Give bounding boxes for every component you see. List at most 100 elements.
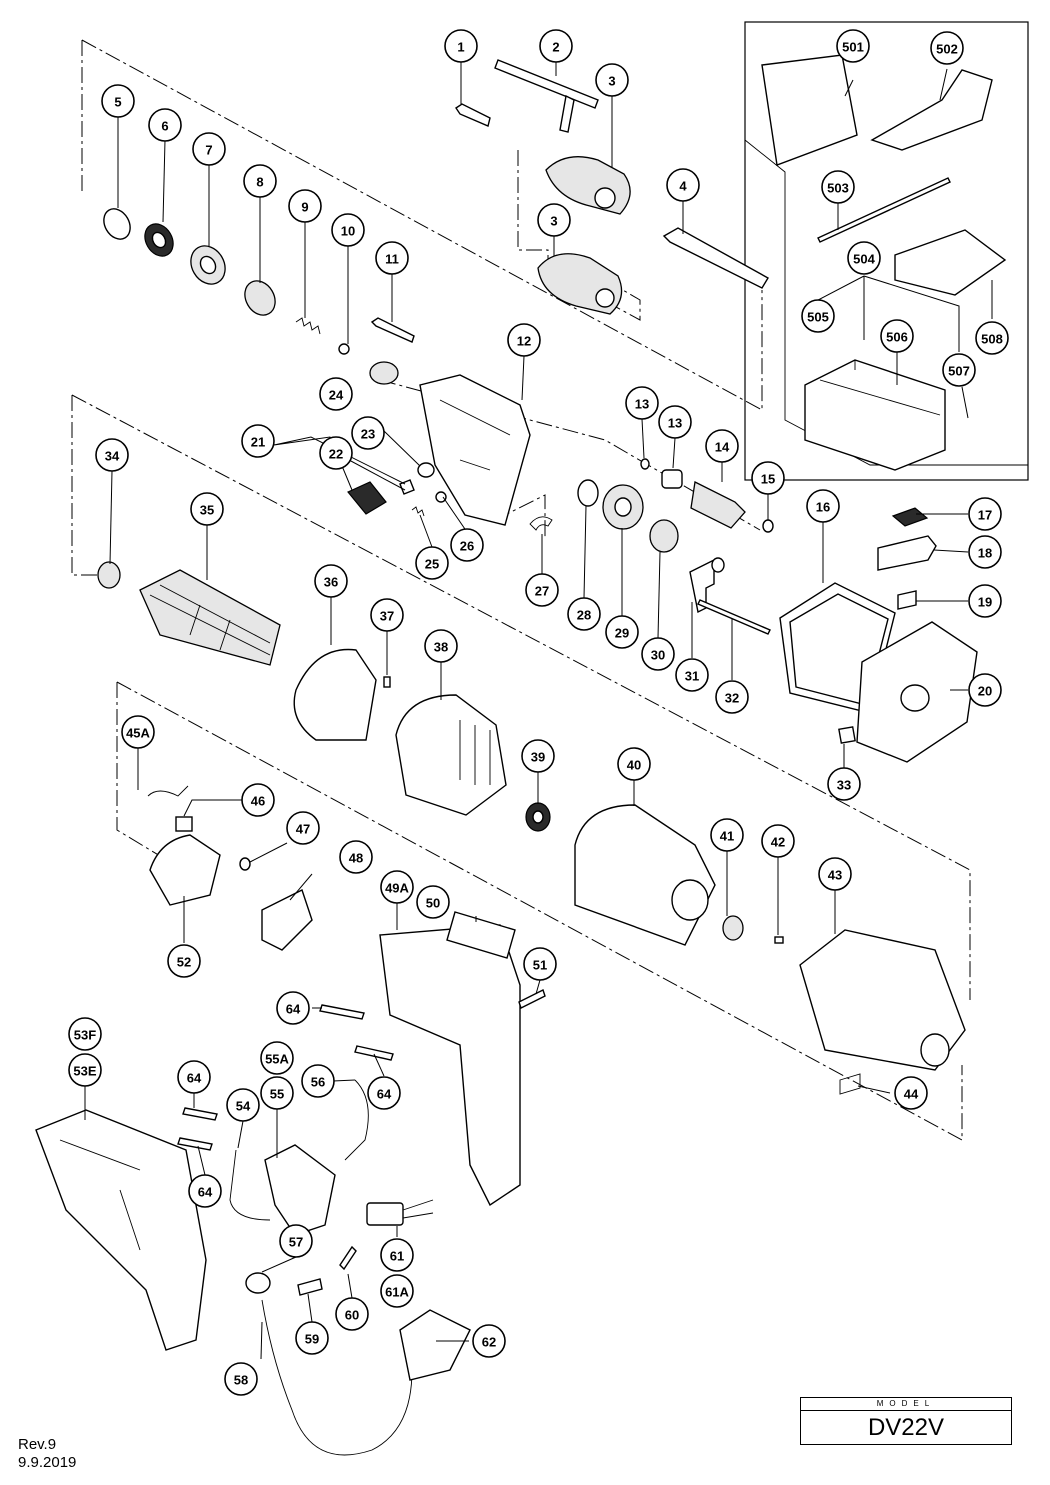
callout-5: 5 [101,84,135,118]
callout-55a: 55A [260,1041,294,1075]
callout-text: 18 [978,546,992,561]
callout-26: 26 [450,528,484,562]
callout-24: 24 [319,377,353,411]
callout-25: 25 [415,546,449,580]
callout-2: 2 [539,29,573,63]
callout-37: 37 [370,598,404,632]
callout-text: 507 [948,364,970,379]
callout-64: 64 [188,1174,222,1208]
callout-21: 21 [241,424,275,458]
callout-1: 1 [444,29,478,63]
revision-date: 9.9.2019 [18,1454,77,1471]
callout-34: 34 [95,438,129,472]
callout-61a: 61A [380,1274,414,1308]
model-label: MODEL [801,1398,1011,1411]
callout-text: 28 [577,608,591,623]
callout-text: 19 [978,595,992,610]
callout-31: 31 [675,658,709,692]
callout-text: 52 [177,955,191,970]
callout-text: 42 [771,835,785,850]
callout-text: 61A [385,1285,409,1300]
callout-14: 14 [705,429,739,463]
callout-text: 14 [715,440,730,455]
callout-text: 504 [853,252,875,267]
callout-29: 29 [605,615,639,649]
callout-text: 2 [552,40,559,55]
callout-506: 506 [880,319,914,353]
callout-text: 64 [187,1071,202,1086]
callout-text: 1 [457,40,464,55]
callout-47: 47 [286,811,320,845]
callout-50: 50 [416,885,450,919]
callout-text: 47 [296,822,310,837]
callout-text: 56 [311,1075,325,1090]
callout-43: 43 [818,857,852,891]
callout-13: 13 [625,386,659,420]
callout-text: 35 [200,503,214,518]
callout-text: 64 [198,1185,213,1200]
callout-text: 29 [615,626,629,641]
callout-59: 59 [295,1321,329,1355]
model-box: MODEL DV22V [800,1397,1012,1445]
callout-507: 507 [942,353,976,387]
callout-text: 58 [234,1373,248,1388]
callout-text: 36 [324,575,338,590]
callout-36: 36 [314,564,348,598]
callout-503: 503 [821,170,855,204]
callout-text: 506 [886,330,908,345]
callout-text: 31 [685,669,699,684]
callout-text: 51 [533,958,547,973]
callout-57: 57 [279,1224,313,1258]
callout-4: 4 [666,168,700,202]
callout-text: 8 [256,175,263,190]
callout-9: 9 [288,189,322,223]
callout-49a: 49A [380,870,414,904]
callout-60: 60 [335,1297,369,1331]
callout-35: 35 [190,492,224,526]
callout-62: 62 [472,1324,506,1358]
callout-55: 55 [260,1076,294,1110]
callout-text: 53E [73,1064,96,1079]
callout-text: 10 [341,224,355,239]
callout-53f: 53F [68,1017,102,1051]
callout-48: 48 [339,840,373,874]
callout-text: 39 [531,750,545,765]
callout-text: 26 [460,539,474,554]
callout-text: 60 [345,1308,359,1323]
callout-text: 3 [550,214,557,229]
callout-501: 501 [836,29,870,63]
callout-505: 505 [801,299,835,333]
callout-8: 8 [243,164,277,198]
revision-info: Rev.9 9.9.2019 [18,1436,76,1472]
callout-28: 28 [567,597,601,631]
callout-text: 11 [385,252,399,267]
callout-text: 22 [329,447,343,462]
callout-22: 22 [319,436,353,470]
callout-text: 43 [828,868,842,883]
callout-text: 64 [286,1002,301,1017]
callout-504: 504 [847,241,881,275]
callout-text: 9 [301,200,308,215]
callout-64: 64 [367,1076,401,1110]
callout-text: 46 [251,794,265,809]
callout-40: 40 [617,747,651,781]
callout-64: 64 [276,991,310,1025]
callout-508: 508 [975,321,1009,355]
callout-text: 6 [161,119,168,134]
callout-6: 6 [148,108,182,142]
callout-text: 7 [205,143,212,158]
callout-45a: 45A [121,715,155,749]
callout-12: 12 [507,323,541,357]
callout-42: 42 [761,824,795,858]
callout-15: 15 [751,461,785,495]
callout-33: 33 [827,767,861,801]
callout-56: 56 [301,1064,335,1098]
callout-3: 3 [595,63,629,97]
callout-text: 12 [517,334,531,349]
leader-lines [84,62,993,1360]
accessory-frame [744,21,1029,481]
callout-23: 23 [351,416,385,450]
callout-53e: 53E [68,1053,102,1087]
